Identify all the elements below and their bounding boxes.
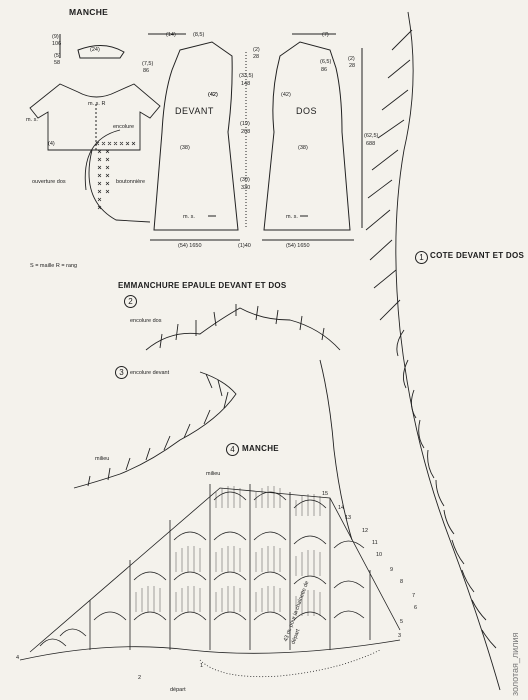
ms-label: m. s. bbox=[26, 117, 38, 123]
row-number: 3 bbox=[398, 633, 402, 639]
front-side-dim: (38) bbox=[180, 145, 190, 151]
dim-label: (8,5) bbox=[193, 32, 205, 38]
count-label: 208 bbox=[241, 129, 251, 135]
bottom-dim-back: (54) 1650 bbox=[286, 243, 310, 249]
bottom-dim-mid: (1)40 bbox=[238, 243, 251, 249]
ms-label: m. s. bbox=[286, 214, 298, 220]
bottom-dim-front: (54) 1650 bbox=[178, 243, 202, 249]
dim-label: (62,5) bbox=[364, 133, 379, 139]
diagram-4-number: 4 bbox=[226, 443, 239, 456]
dim-label: (7) bbox=[322, 32, 329, 38]
sleeve-count: 106 bbox=[52, 41, 62, 47]
diagram-2-number: 2 bbox=[124, 295, 137, 308]
encolure-dos-label: encolure dos bbox=[130, 318, 162, 324]
row-number: 14 bbox=[338, 505, 345, 511]
dim-label: (4) bbox=[48, 141, 55, 147]
back-side-dim: (42) bbox=[281, 92, 291, 98]
sleeve-chart-base bbox=[19, 639, 401, 661]
devant-label: DEVANT bbox=[175, 106, 214, 116]
dim-label: (6,5) bbox=[320, 59, 332, 65]
dim-label: (14) bbox=[166, 32, 176, 38]
row-number: 5 bbox=[400, 619, 404, 625]
back-panel-outline bbox=[263, 41, 351, 231]
milieu-label: milieu bbox=[206, 471, 221, 477]
boutonniere-label: boutonnière bbox=[116, 179, 146, 185]
diagram-4-title: MANCHE bbox=[242, 444, 279, 453]
row-number: 7 bbox=[412, 593, 416, 599]
dim-label: (7,5) bbox=[142, 61, 154, 67]
front-panel-outline bbox=[153, 41, 239, 231]
count-label: 688 bbox=[366, 141, 376, 147]
encolure-label: encolure bbox=[113, 124, 135, 130]
count-label: 28 bbox=[253, 54, 260, 60]
count-label: 330 bbox=[241, 185, 251, 191]
row-number: 4 bbox=[16, 655, 20, 661]
legend-label: S = maille R = rang bbox=[30, 263, 78, 269]
count-label: 148 bbox=[241, 81, 251, 87]
milieu-label: milieu bbox=[95, 456, 110, 462]
depart-label: départ bbox=[170, 687, 186, 693]
row-number: 8 bbox=[400, 579, 404, 585]
watermark: золотая_лилия bbox=[510, 632, 520, 696]
count-label: 86 bbox=[321, 67, 328, 73]
row-number: 6 bbox=[414, 605, 418, 611]
sleeve-dim: (24) bbox=[90, 47, 100, 53]
sleeve-count: 58 bbox=[54, 60, 61, 66]
row-number: 11 bbox=[372, 540, 378, 546]
ouverture-dos-label: ouverture dos bbox=[32, 179, 66, 185]
diagram-1-number: 1 bbox=[415, 251, 428, 264]
row-number: 15 bbox=[322, 491, 329, 497]
count-label: 28 bbox=[349, 63, 356, 69]
tunic-sketch bbox=[29, 83, 161, 151]
row-number: 10 bbox=[376, 552, 383, 558]
diagram-2-title: EMMANCHURE EPAULE DEVANT ET DOS bbox=[118, 281, 287, 290]
dim-label: (2) bbox=[348, 56, 355, 62]
count-label: 86 bbox=[143, 68, 150, 74]
row-number: 1 bbox=[200, 663, 204, 669]
row-number: 13 bbox=[345, 515, 352, 521]
dim-label: (42) bbox=[208, 92, 218, 98]
front-side-dim: (42) bbox=[208, 92, 218, 98]
dim-label: (2) bbox=[253, 47, 260, 53]
diagram-3-number: 3 bbox=[115, 366, 128, 379]
ms-label: m. s. bbox=[183, 214, 195, 220]
dim-label: (33,5) bbox=[239, 73, 254, 79]
manche-title: MANCHE bbox=[69, 7, 109, 17]
sleeve-dim: (9) bbox=[52, 34, 59, 40]
dos-label: DOS bbox=[296, 106, 318, 116]
diagram-1-label: COTE DEVANT ET DOS bbox=[430, 251, 525, 260]
row-number: 12 bbox=[362, 528, 369, 534]
dim-label: (30) bbox=[240, 177, 250, 183]
ms-r-label: m. s. R bbox=[88, 101, 106, 107]
dim-label: (19) bbox=[240, 121, 250, 127]
row-number: 9 bbox=[390, 567, 394, 573]
row-number: 2 bbox=[138, 675, 142, 681]
sleeve-cap-outline bbox=[77, 45, 125, 59]
side-rib-spine bbox=[395, 11, 501, 691]
encolure-devant-label: encolure devant bbox=[130, 370, 170, 376]
sleeve-dim: (5) bbox=[54, 53, 61, 59]
back-side-dim: (38) bbox=[298, 145, 308, 151]
